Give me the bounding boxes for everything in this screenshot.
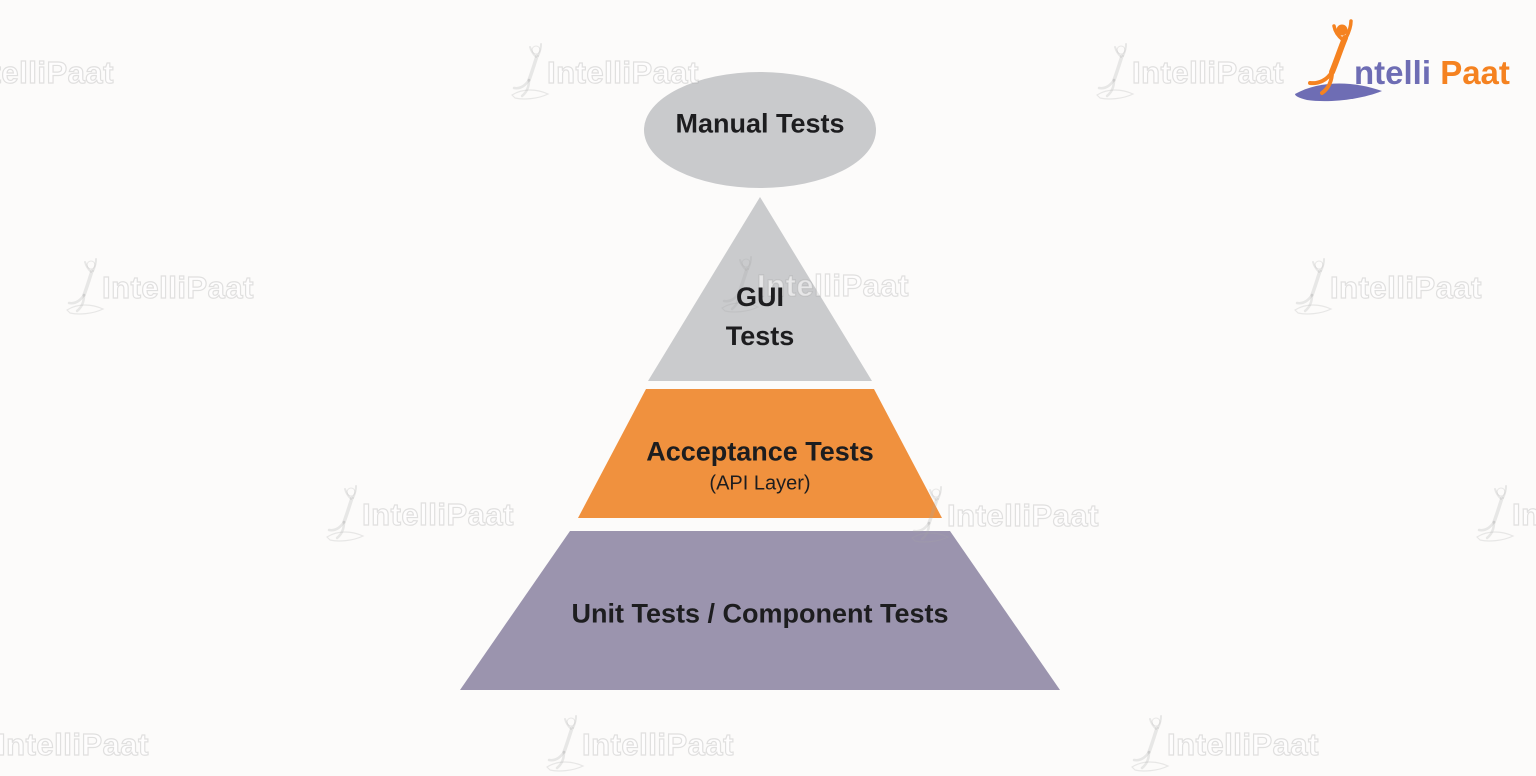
gui-tests-triangle bbox=[648, 197, 872, 381]
logo-text-paat: Paat bbox=[1440, 54, 1510, 91]
logo-swoosh bbox=[1295, 83, 1382, 102]
intellipaat-logo: ntelli Paat bbox=[1292, 18, 1512, 110]
acceptance-tests-trapezoid bbox=[578, 389, 942, 518]
unit-tests-trapezoid bbox=[460, 531, 1060, 690]
logo-text-ntelli: ntelli bbox=[1354, 54, 1431, 91]
logo-figure-icon bbox=[1308, 19, 1353, 95]
manual-tests-ellipse bbox=[644, 72, 876, 188]
intellipaat-logo-graphic: ntelli Paat bbox=[1295, 19, 1510, 102]
logo-wordmark: ntelli Paat bbox=[1354, 54, 1510, 91]
